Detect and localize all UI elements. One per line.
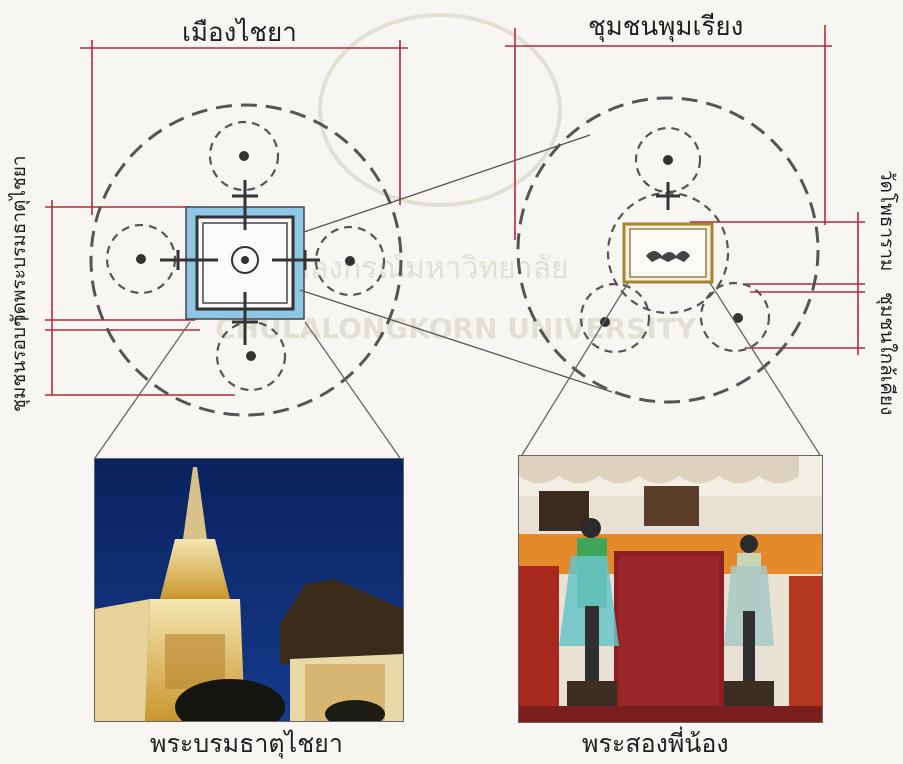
right-outer-vertical-label: วัดโพธาราม (876, 170, 898, 272)
red-frame-lines (45, 25, 865, 396)
left-title: เมืองไชยา (182, 18, 297, 48)
left-big-circle (89, 103, 403, 417)
zoom-lines (94, 282, 821, 459)
left-satellite-dots (136, 151, 355, 361)
left-crosshair (160, 180, 320, 345)
left-outer-vertical-label: ชุมชนรอบๆ (8, 316, 30, 412)
right-center-shrine-frame (622, 222, 714, 284)
right-satellite-dots (600, 155, 743, 327)
watermark-thai: จุฬาลงกรณ์มหาวิทยาลัย (255, 251, 568, 287)
connector-lines (299, 134, 613, 393)
twin-buddha-photo (518, 455, 823, 723)
watermark-seal (318, 13, 562, 207)
right-inner-vertical-label: ชุมชนใกล้เคียง (876, 292, 898, 416)
stupa-photo (94, 458, 404, 722)
right-crosshair (656, 182, 680, 210)
twin-figures-sketch-icon (646, 251, 690, 262)
left-inner-vertical-label: วัดพระบรมธาตุไชยา (8, 155, 30, 325)
right-photo-caption: พระสองพี่น้อง (582, 729, 729, 758)
left-photo-caption: พระบรมธาตุไชยา (150, 729, 343, 758)
right-title: ชุมชนพุมเรียง (588, 12, 744, 42)
right-big-circle (516, 96, 820, 404)
